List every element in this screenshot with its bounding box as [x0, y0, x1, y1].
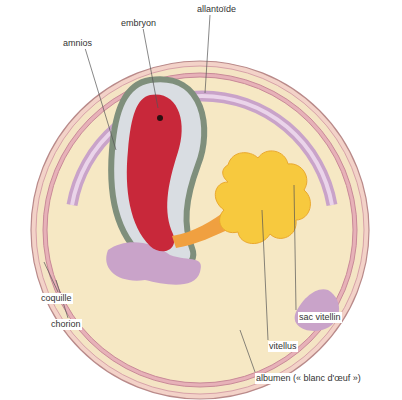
part-label: albumen (« blanc d'œuf ») — [255, 373, 362, 384]
part-label: sac vitellin — [298, 312, 342, 323]
part-label: amnios — [62, 38, 93, 49]
part-label: vitellus — [268, 341, 298, 352]
part-label: allantoïde — [196, 4, 237, 15]
part-label: chorion — [50, 319, 82, 330]
part-label: embryon — [120, 18, 157, 29]
part-label: coquille — [40, 293, 73, 304]
